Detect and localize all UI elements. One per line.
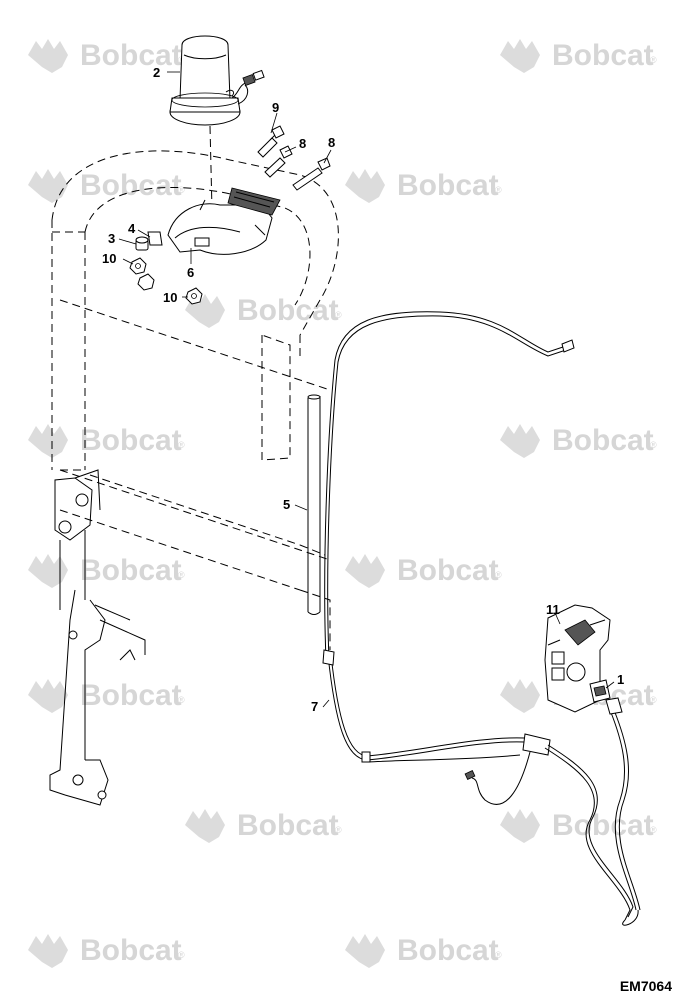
bobcat-logo-icon [28,424,68,458]
callout-6: 6 [187,265,194,280]
watermark-registered-mark: ® [178,695,185,705]
bobcat-logo-icon [500,424,540,458]
hardware-3 [135,236,149,251]
bobcat-watermark: Bobcat® [500,809,657,843]
callout-8a: 8 [299,136,306,151]
bobcat-watermark: Bobcat® [345,554,502,588]
bobcat-logo-icon [28,39,68,73]
bobcat-watermark: Bobcat® [185,294,342,328]
watermark-registered-mark: ® [650,440,657,450]
bobcat-logo-icon [185,809,225,843]
watermark-registered-mark: ® [650,825,657,835]
nut-10b [137,273,155,291]
bolt-8a [264,145,293,178]
watermark-registered-mark: ® [178,185,185,195]
bobcat-watermark: Bobcat® [500,424,657,458]
watermark-registered-mark: ® [178,950,185,960]
bobcat-watermark: Bobcat® [28,679,185,713]
watermark-brand: Bobcat [397,934,499,967]
nut-10a [129,257,147,275]
wire-harness [322,311,641,926]
bobcat-logo-icon [28,554,68,588]
watermark-brand: Bobcat [80,679,182,712]
bobcat-watermark: Bobcat® [28,39,185,73]
watermark-registered-mark: ® [178,570,185,580]
watermark-brand: Bobcat [552,424,654,457]
callout-11: 11 [546,602,560,617]
watermark-brand: Bobcat [80,554,182,587]
watermark-brand: Bobcat [552,39,654,72]
leader-lines [118,71,615,708]
bobcat-logo-icon [345,934,385,968]
watermark-brand: Bobcat [552,809,654,842]
bolt-8b [292,157,331,191]
rops-frame [51,150,339,650]
bobcat-logo-icon [345,554,385,588]
nut-10c [185,287,203,305]
bobcat-watermark: Bobcat® [28,169,185,203]
bolt-9 [257,125,285,158]
watermark-brand: Bobcat [237,809,339,842]
bobcat-watermark: Bobcat® [500,39,657,73]
watermark-registered-mark: ® [650,695,657,705]
callout-4: 4 [128,221,136,236]
bobcat-watermark: Bobcat® [28,424,185,458]
callout-1: 1 [617,672,624,687]
bobcat-watermark: Bobcat® [185,809,342,843]
callout-3: 3 [108,231,115,246]
callout-10a: 10 [102,251,116,266]
bobcat-watermark: Bobcat® [345,169,502,203]
callout-2: 2 [153,65,160,80]
watermark-registered-mark: ® [495,570,502,580]
hardware-4 [147,231,163,246]
bobcat-logo-icon [500,809,540,843]
bobcat-logo-icon [28,169,68,203]
reference-code: EM7064 [619,978,672,994]
beacon-light [169,35,265,126]
bobcat-logo-icon [345,169,385,203]
left-mount-bracket [49,469,146,806]
callouts: 1 2 3 4 5 6 7 8 8 9 10 10 11 [102,65,624,714]
watermark-brand: Bobcat [80,934,182,967]
watermark-brand: Bobcat [80,424,182,457]
bobcat-logo-icon [500,39,540,73]
callout-9: 9 [272,100,279,115]
watermark-brand: Bobcat [80,39,182,72]
callout-8b: 8 [328,135,335,150]
callout-10b: 10 [163,290,177,305]
watermark-brand: Bobcat [237,294,339,327]
watermark-brand: Bobcat [397,169,499,202]
bobcat-logo-icon [28,934,68,968]
callout-7: 7 [311,699,318,714]
watermark-brand: Bobcat [80,169,182,202]
bobcat-logo-icon [28,679,68,713]
watermark-layer: Bobcat®Bobcat®Bobcat®Bobcat®Bobcat®Bobca… [28,39,657,968]
watermark-registered-mark: ® [495,950,502,960]
bobcat-logo-icon [500,679,540,713]
rocker-switch [589,679,623,715]
callout-5: 5 [283,497,290,512]
watermark-registered-mark: ® [178,440,185,450]
watermark-registered-mark: ® [335,825,342,835]
bobcat-watermark: Bobcat® [28,554,185,588]
beacon-mount-bracket [167,187,281,255]
bobcat-watermark: Bobcat® [345,934,502,968]
watermark-brand: Bobcat [397,554,499,587]
bobcat-watermark: Bobcat® [28,934,185,968]
cable-tube [307,394,321,615]
watermark-registered-mark: ® [335,310,342,320]
watermark-registered-mark: ® [495,185,502,195]
watermark-registered-mark: ® [650,55,657,65]
